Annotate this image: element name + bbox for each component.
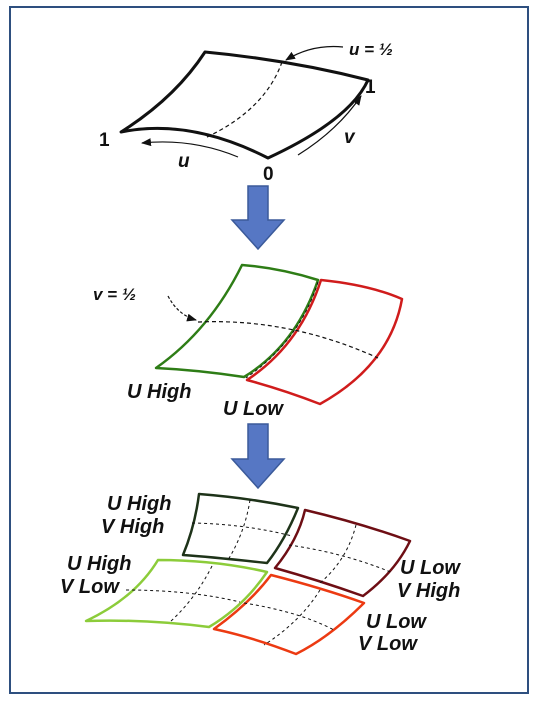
u-low-v-high-label-line1: U Low <box>400 557 461 579</box>
down-arrow-2 <box>230 423 286 490</box>
middle-surface <box>154 263 404 406</box>
corner-zero-label: 0 <box>263 164 274 185</box>
v-direction-arrow <box>297 95 362 156</box>
u-high-v-high-label-line1: U High <box>107 493 171 515</box>
corner-one-left-label: 1 <box>99 130 110 151</box>
u-low-v-high-label-line2: V High <box>397 580 460 602</box>
u-high-v-low-label-line2: V Low <box>60 576 120 598</box>
u-direction-arrow <box>141 138 239 158</box>
down-arrow-1 <box>230 185 286 251</box>
u-low-label: U Low <box>223 398 284 420</box>
bottom-surface <box>84 492 412 656</box>
corner-one-right-label: 1 <box>365 77 376 98</box>
u-high-label: U High <box>127 381 191 403</box>
v-half-label: v = ½ <box>93 285 136 304</box>
u-half-line-middle <box>245 281 319 379</box>
top-surface-outline <box>119 50 370 160</box>
u-half-leader <box>285 45 344 61</box>
quad-u-high-v-high <box>181 492 300 565</box>
u-high-v-high-label-line2: V High <box>101 516 164 538</box>
bottom-grid-lines <box>125 499 394 646</box>
u-high-v-low-label-line1: U High <box>67 553 131 575</box>
top-surface-u-half-line <box>204 61 283 139</box>
quad-u-low-v-low <box>212 573 366 656</box>
u-high-half <box>154 263 320 379</box>
quad-u-high-v-low <box>84 558 269 629</box>
u-low-v-low-label-line1: U Low <box>366 611 427 633</box>
v-axis-label: v <box>344 127 356 148</box>
u-low-half <box>245 278 404 406</box>
u-half-label: u = ½ <box>349 40 393 59</box>
top-surface <box>119 45 370 160</box>
u-axis-label: u <box>178 151 190 172</box>
u-low-v-low-label-line2: V Low <box>358 633 418 655</box>
v-half-leader <box>167 295 197 322</box>
v-half-line <box>197 321 379 359</box>
quad-u-low-v-high <box>273 508 412 598</box>
